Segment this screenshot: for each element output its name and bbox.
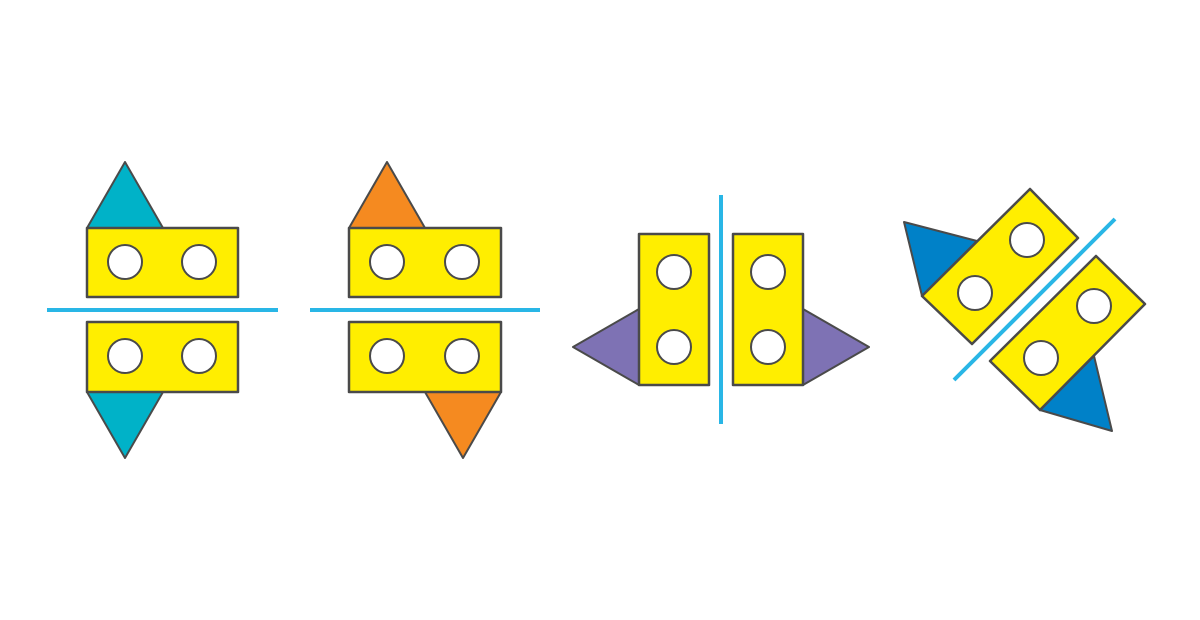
- hole: [1023, 340, 1059, 376]
- hole: [369, 338, 405, 374]
- triangle-left: [572, 308, 640, 386]
- hole: [1009, 222, 1045, 258]
- triangle-right: [802, 308, 870, 386]
- hole: [656, 254, 692, 290]
- hole: [1076, 288, 1112, 324]
- triangle-top: [86, 161, 164, 229]
- triangle-top: [348, 161, 426, 229]
- triangle-bottom: [424, 391, 502, 459]
- hole: [656, 329, 692, 365]
- hole: [369, 244, 405, 280]
- hole: [750, 329, 786, 365]
- triangle-bottom: [86, 391, 164, 459]
- hole: [444, 338, 480, 374]
- figure-1: [47, 161, 278, 459]
- hole: [181, 338, 217, 374]
- hole: [444, 244, 480, 280]
- figure-3: [572, 195, 870, 424]
- hole: [957, 275, 993, 311]
- hole: [107, 338, 143, 374]
- hole: [750, 254, 786, 290]
- figure-2: [310, 161, 540, 459]
- mirror-line: [952, 217, 1117, 382]
- figure-4: [903, 187, 1147, 432]
- hole: [181, 244, 217, 280]
- hole: [107, 244, 143, 280]
